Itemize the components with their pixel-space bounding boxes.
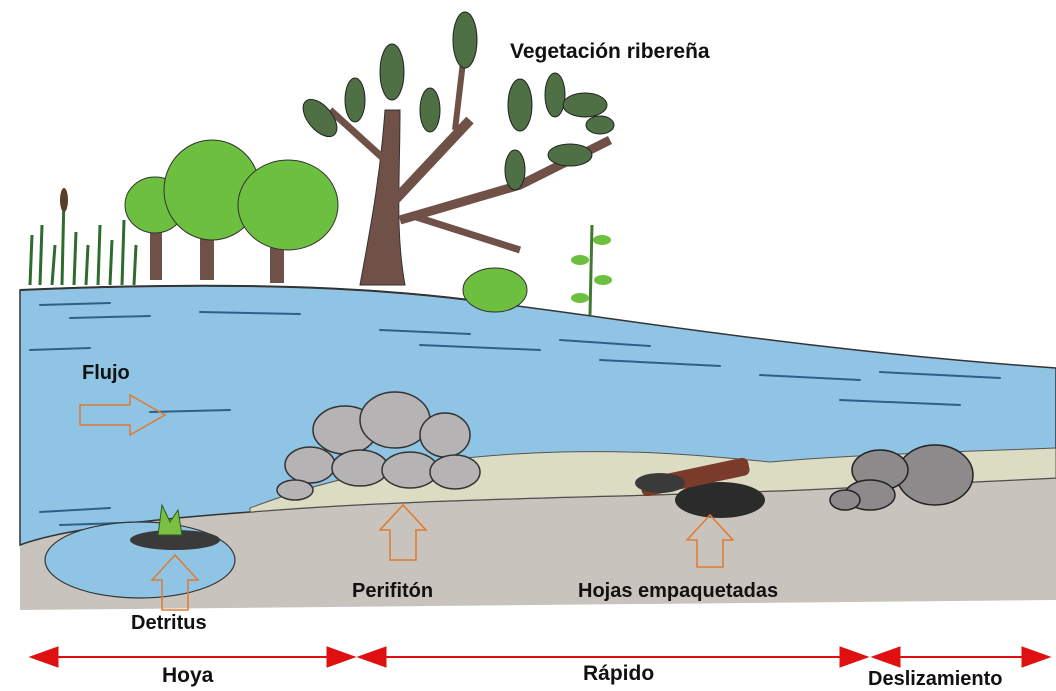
reeds-icon <box>30 195 136 285</box>
bush-icon <box>463 268 527 312</box>
zone-label-pool: Hoya <box>162 664 213 688</box>
riparian-label: Vegetación ribereña <box>510 40 710 64</box>
cattail-icon <box>60 188 68 212</box>
detritus-label: Detritus <box>131 612 207 635</box>
sapling-icon <box>571 225 612 315</box>
packed-leaves-label: Hojas empaquetadas <box>578 580 778 603</box>
trees-icon <box>125 140 338 283</box>
zone-label-glide: Deslizamiento <box>868 668 1002 691</box>
periphyton-label: Perifitón <box>352 580 433 603</box>
zone-label-rapid: Rápido <box>583 662 654 686</box>
flow-label: Flujo <box>82 362 130 385</box>
